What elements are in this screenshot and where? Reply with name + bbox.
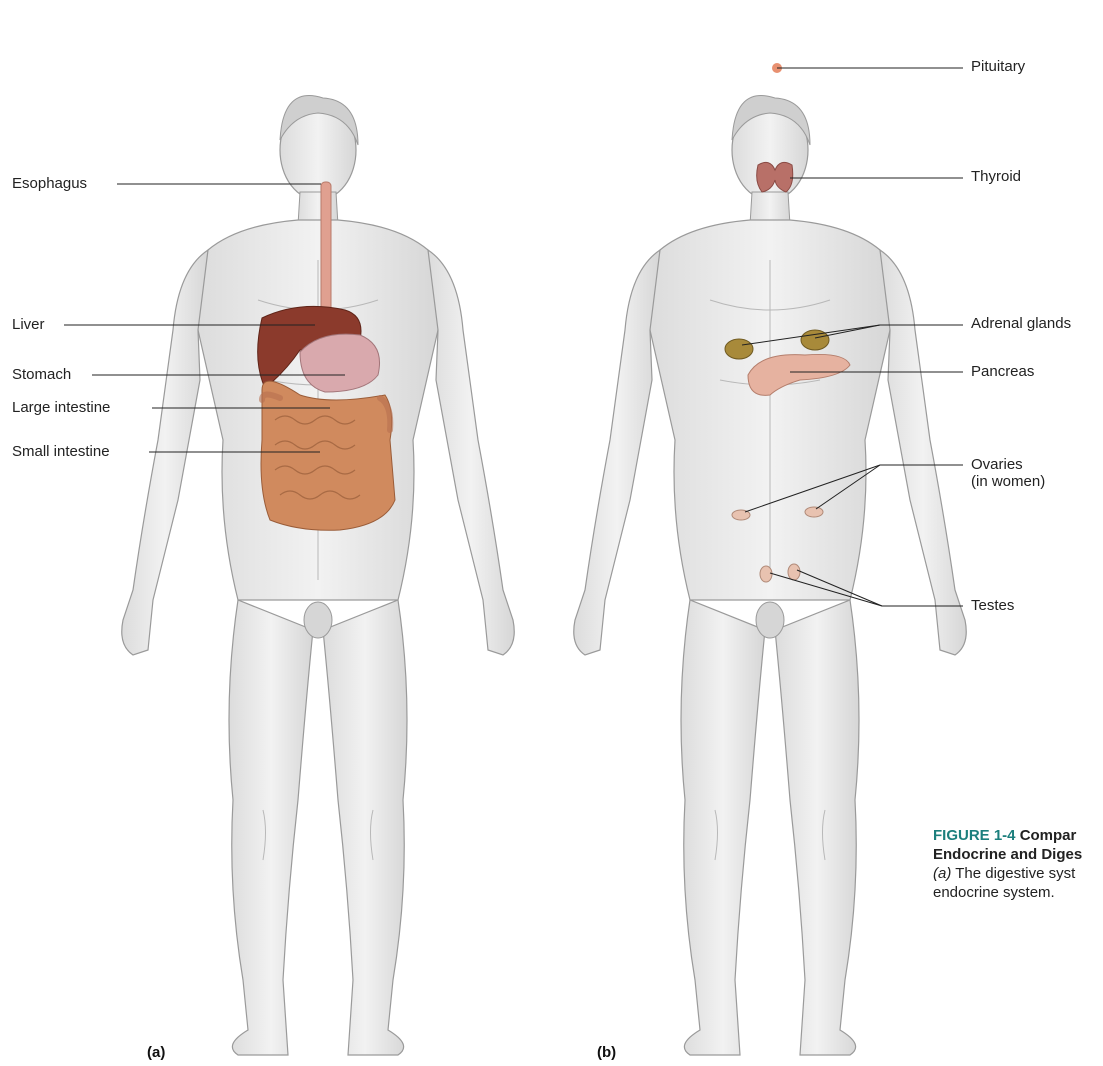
caption-body-line2: endocrine system.: [933, 883, 1103, 902]
label-esophagus: Esophagus: [12, 175, 87, 193]
label-stomach: Stomach: [12, 366, 71, 384]
caption-body-line1: The digestive syst: [951, 865, 1075, 882]
label-liver: Liver: [12, 316, 45, 334]
intestines-organ: [261, 381, 395, 530]
label-ovaries-note: (in women): [971, 473, 1045, 491]
figure-caption: FIGURE 1-4 Compar Endocrine and Diges (a…: [933, 826, 1103, 902]
human-figure-a: [122, 96, 515, 1055]
adrenal-left-organ: [725, 339, 753, 359]
caption-title-line1: Compar: [1020, 827, 1077, 844]
label-large-intestine: Large intestine: [12, 399, 110, 417]
label-ovaries: Ovaries: [971, 456, 1023, 474]
testis-right-organ: [788, 564, 800, 580]
label-thyroid: Thyroid: [971, 168, 1021, 186]
label-adrenal-glands: Adrenal glands: [971, 315, 1071, 333]
testis-left-organ: [760, 566, 772, 582]
esophagus-organ: [321, 182, 331, 312]
caption-italic-a: (a): [933, 865, 951, 882]
label-small-intestine: Small intestine: [12, 443, 110, 461]
ovary-right-organ: [805, 507, 823, 517]
panel-letter-b: (b): [597, 1044, 616, 1061]
label-testes: Testes: [971, 597, 1014, 615]
label-pancreas: Pancreas: [971, 363, 1034, 381]
stomach-organ: [300, 334, 380, 392]
label-pituitary: Pituitary: [971, 58, 1025, 76]
panel-letter-a: (a): [147, 1044, 165, 1061]
caption-figure-number: FIGURE 1-4: [933, 827, 1016, 844]
caption-title-line2: Endocrine and Diges: [933, 845, 1103, 864]
